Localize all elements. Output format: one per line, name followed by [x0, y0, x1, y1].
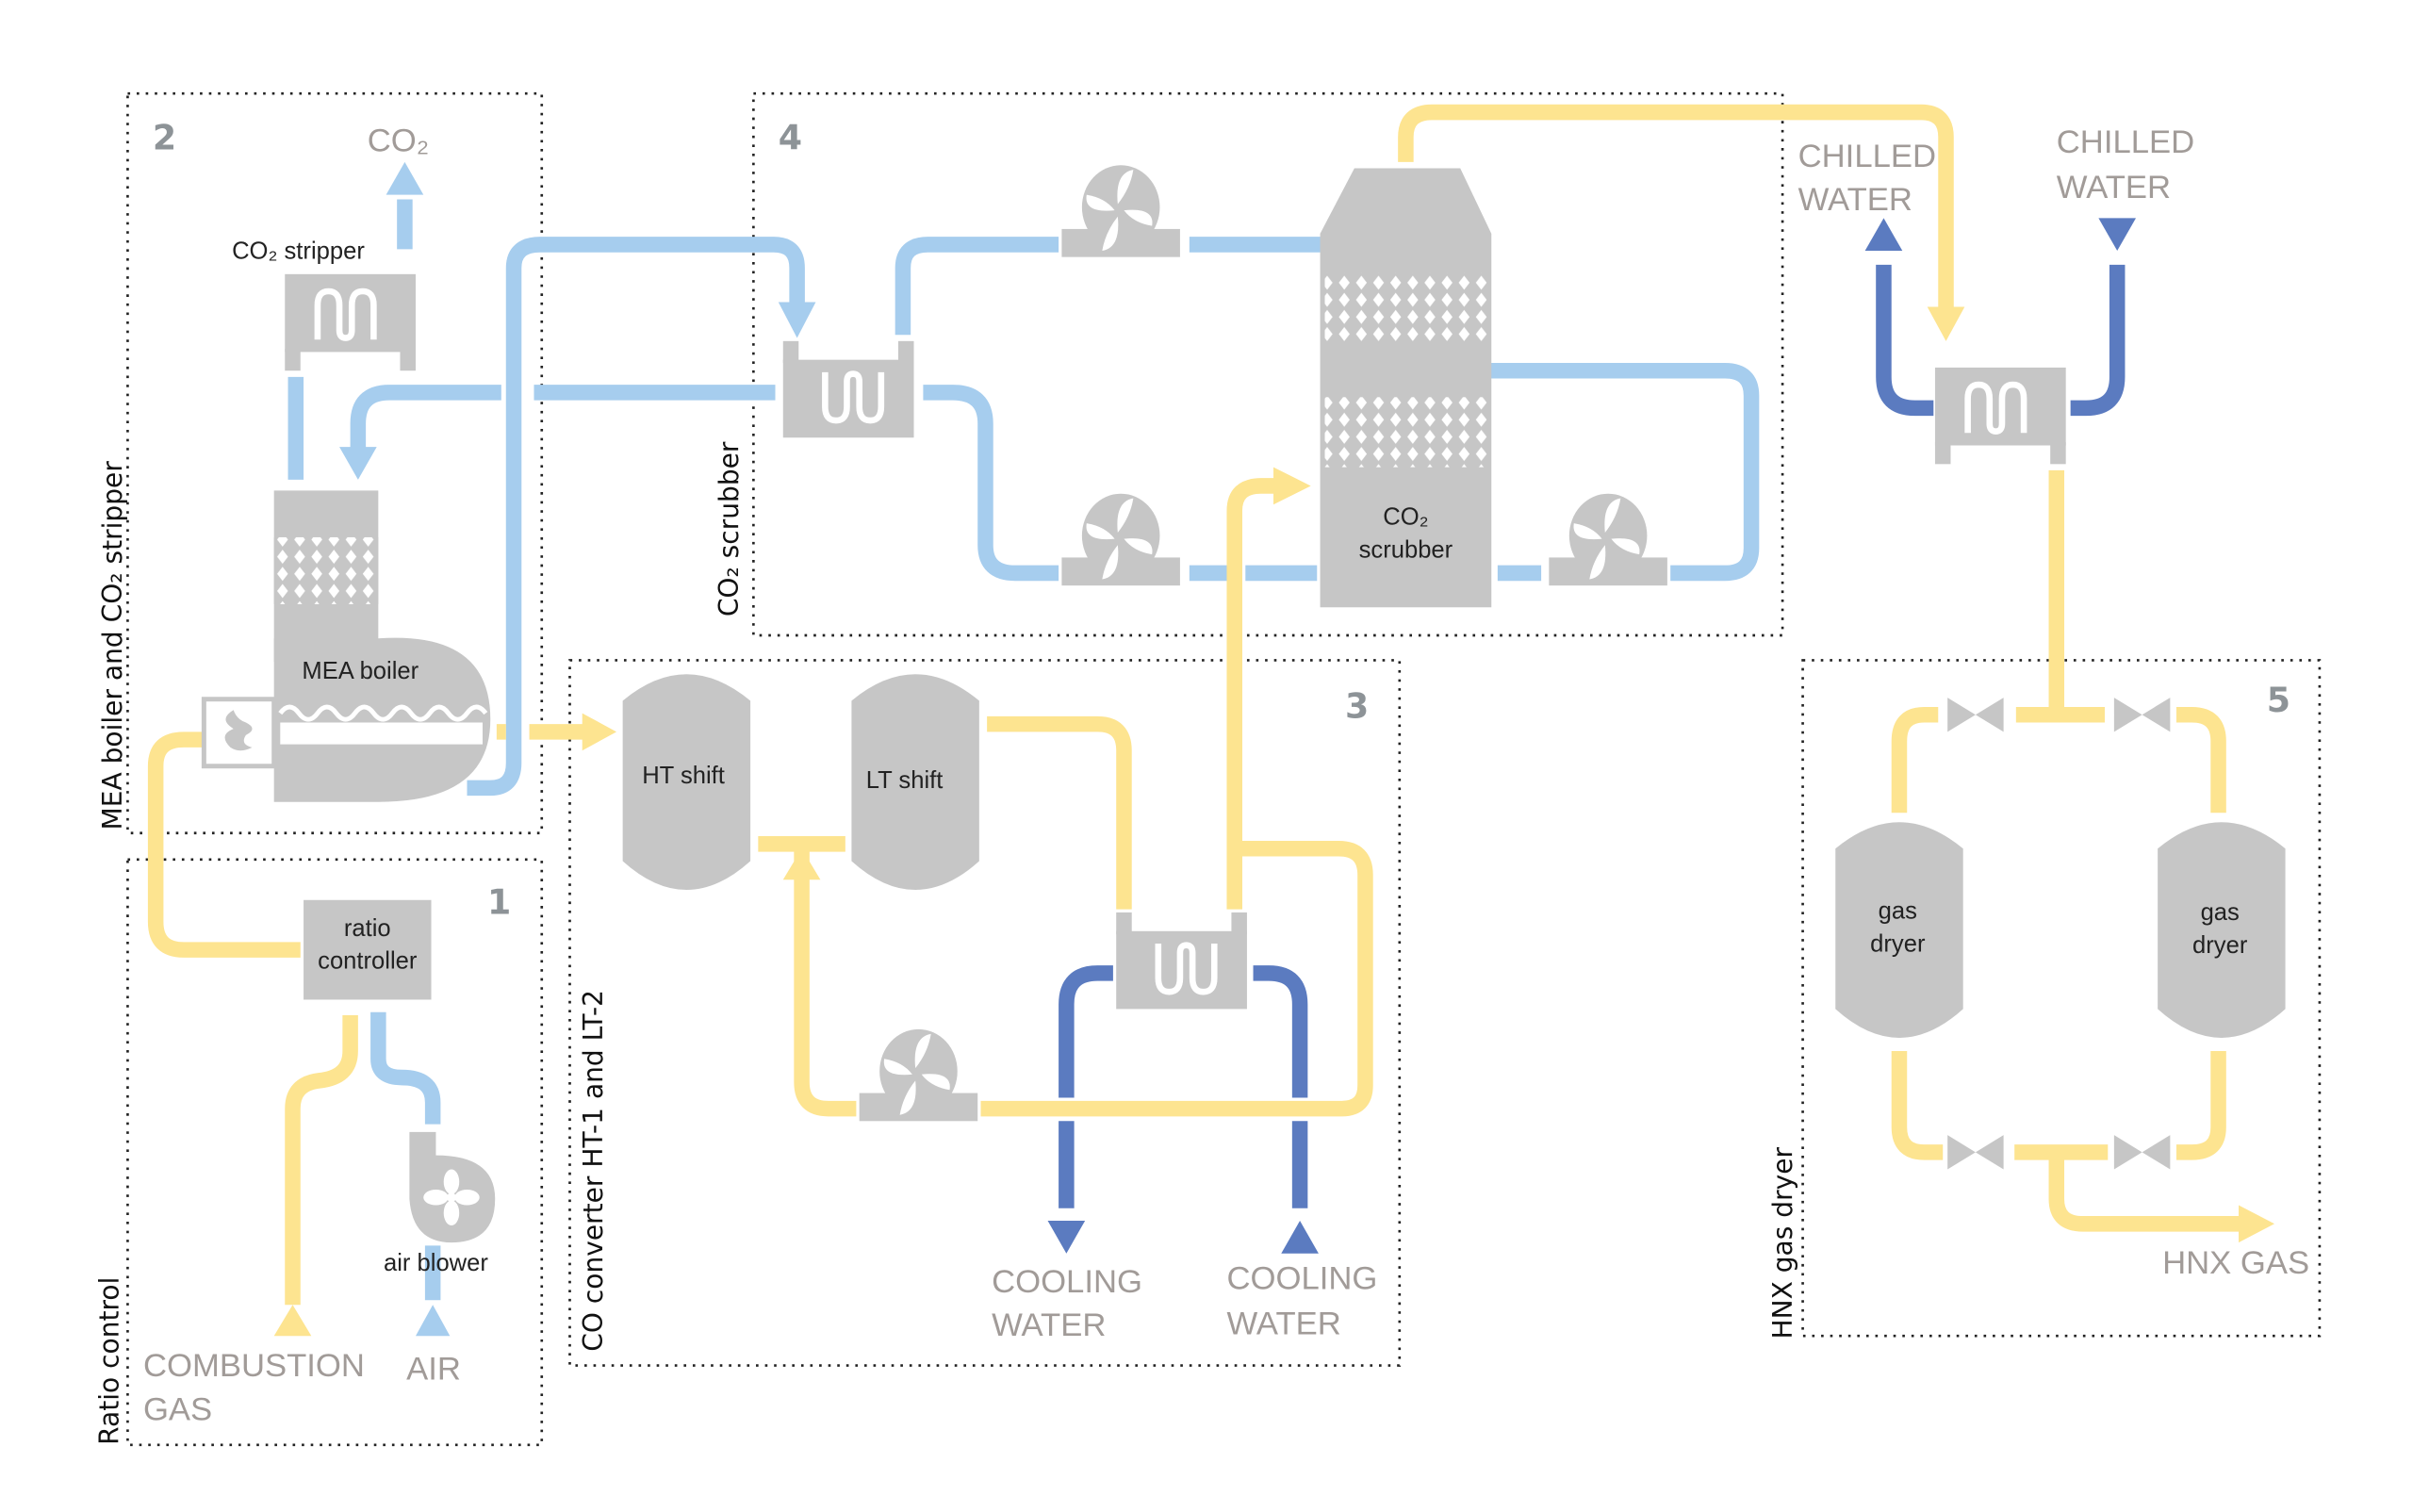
section-3-number: 3: [1345, 686, 1369, 727]
cooling-water-out-label: COOLING: [992, 1264, 1142, 1300]
arrow-up-icon: [273, 1305, 312, 1337]
air-blower: air blower: [384, 1131, 496, 1276]
mea-boiler-label: MEA boiler: [302, 658, 419, 684]
chilled-water-out-label: CHILLED: [1798, 139, 1936, 174]
solvent-lines: [287, 161, 1760, 1337]
gas-dryer-right: gas dryer: [2158, 822, 2286, 1038]
arrow-down-icon: [1927, 306, 1965, 341]
co2-scrubber: CO₂ scrubber: [1320, 168, 1492, 608]
gas-lines: [147, 104, 2275, 1337]
svg-text:air blower: air blower: [384, 1250, 488, 1276]
chilled-water-in-label: CHILLED: [2057, 124, 2194, 160]
svg-text:WATER: WATER: [992, 1307, 1106, 1343]
svg-text:HT shift: HT shift: [642, 763, 725, 789]
svg-text:controller: controller: [318, 947, 418, 974]
svg-text:WATER: WATER: [1798, 182, 1912, 218]
rich-solvent-pump: [1061, 493, 1180, 586]
svg-text:gas: gas: [1879, 898, 1917, 925]
ht-shift: HT shift: [622, 674, 751, 891]
arrow-right-icon: [582, 713, 617, 751]
svg-text:ratio: ratio: [344, 915, 391, 942]
air-label: AIR: [406, 1351, 461, 1387]
cooling-heat-exchanger: [1116, 912, 1247, 1009]
valve-icon: [2113, 698, 2171, 732]
arrow-down-icon: [1047, 1221, 1086, 1254]
section-5-number: 5: [2267, 680, 2290, 720]
arrow-right-icon: [1273, 467, 1311, 505]
section-1-box: [126, 858, 544, 1447]
gas-dryer-left: gas dryer: [1835, 822, 1963, 1038]
solvent-heat-exchanger: [783, 341, 914, 437]
arrow-down-icon: [2098, 218, 2137, 252]
arrow-up-icon: [1864, 218, 1903, 252]
svg-text:LT shift: LT shift: [866, 767, 944, 794]
section-2-number: 2: [153, 118, 176, 158]
section-3-title: CO converter HT-1 and LT-2: [578, 990, 609, 1352]
mea-boiler: MEA boiler: [201, 490, 491, 802]
section-4-number: 4: [779, 118, 802, 158]
arrow-down-icon: [778, 302, 816, 338]
section-5-title: HNX gas dryer: [1767, 1147, 1798, 1339]
water-lines: [1047, 218, 2137, 1254]
valve-icon: [2113, 1135, 2171, 1170]
svg-text:GAS: GAS: [143, 1391, 212, 1427]
arrow-up-icon: [415, 1305, 451, 1337]
co2-output-label: CO₂: [368, 123, 429, 158]
svg-text:scrubber: scrubber: [1359, 536, 1453, 563]
svg-text:WATER: WATER: [1226, 1307, 1340, 1342]
chilled-heat-exchanger: [1935, 368, 2066, 464]
section-1-number: 1: [487, 882, 511, 923]
ratio-controller: ratio controller: [304, 899, 432, 1000]
valve-icon: [1947, 1135, 2004, 1170]
section-2-title: MEA boiler and CO₂ stripper: [97, 461, 128, 830]
arrow-down-icon: [339, 447, 377, 480]
arrow-right-icon: [2239, 1205, 2275, 1243]
section-1-title: Ratio control: [94, 1277, 125, 1445]
svg-text:gas: gas: [2201, 899, 2240, 926]
gas-pump: [859, 1028, 978, 1122]
combustion-gas-label: COMBUSTION: [143, 1348, 365, 1384]
svg-text:CO₂: CO₂: [1383, 504, 1428, 531]
fan-icon: [423, 1169, 480, 1225]
valve-icon: [1947, 698, 2004, 732]
svg-text:WATER: WATER: [2057, 170, 2171, 205]
flame-icon: [224, 710, 253, 751]
recirculation-pump: [1549, 493, 1667, 586]
svg-text:dryer: dryer: [2192, 932, 2248, 959]
svg-text:dryer: dryer: [1870, 930, 1926, 957]
co2-stripper-label: CO₂ stripper: [232, 238, 365, 264]
hnx-gas-label: HNX GAS: [2162, 1245, 2309, 1281]
section-4-title: CO₂ scrubber: [714, 441, 745, 616]
arrow-up-icon: [386, 161, 424, 195]
cooling-water-in-label: COOLING: [1226, 1261, 1377, 1297]
arrow-up-icon: [1281, 1221, 1319, 1254]
co2-stripper: CO₂ stripper: [232, 238, 416, 370]
arrow-up-icon: [782, 848, 821, 880]
lean-solvent-pump: [1061, 165, 1180, 257]
lt-shift: LT shift: [851, 674, 979, 891]
